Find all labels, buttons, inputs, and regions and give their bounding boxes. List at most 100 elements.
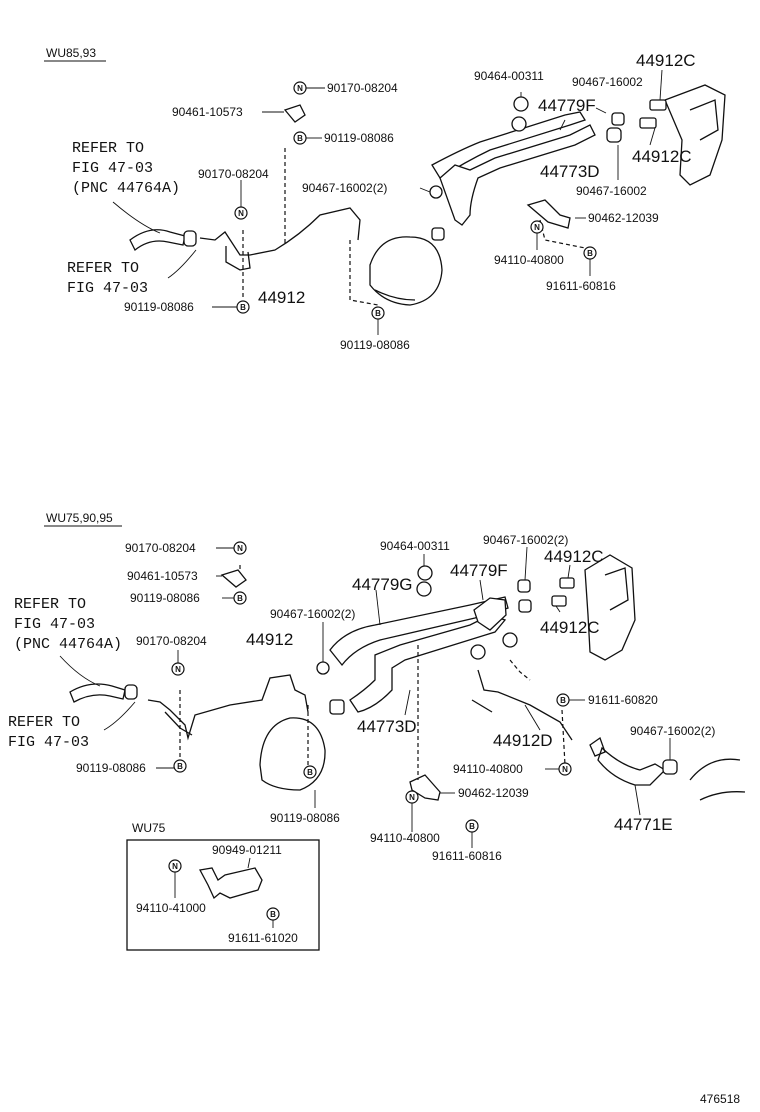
part-number: 44779F bbox=[450, 561, 508, 580]
part-number: 90467-16002(2) bbox=[302, 181, 387, 195]
svg-text:N: N bbox=[172, 862, 178, 871]
part-number: 44771E bbox=[614, 815, 673, 834]
part-number: 90462-12039 bbox=[458, 786, 529, 800]
nut-symbol: N bbox=[405, 790, 419, 804]
leader bbox=[595, 107, 607, 114]
pipe-44912d-bottom bbox=[471, 669, 573, 741]
svg-text:B: B bbox=[177, 762, 183, 771]
svg-text:B: B bbox=[375, 309, 381, 318]
clamp-90464-top bbox=[511, 96, 529, 132]
leader bbox=[555, 605, 561, 613]
refer-note-top-2-line2: FIG 47-03 bbox=[67, 280, 148, 297]
nut-symbol: N bbox=[233, 541, 247, 555]
part-number: 44912C bbox=[632, 147, 692, 166]
part-number: 90467-16002 bbox=[576, 184, 647, 198]
leader bbox=[404, 689, 411, 716]
bolt-symbol: B bbox=[293, 131, 307, 145]
svg-text:B: B bbox=[270, 910, 276, 919]
part-number: 44773D bbox=[540, 162, 600, 181]
part-number: 91611-61020 bbox=[228, 931, 298, 945]
part-number: 90467-16002(2) bbox=[483, 533, 568, 547]
part-number: 91611-60816 bbox=[546, 279, 616, 293]
refer-note-top-2-line1: REFER TO bbox=[67, 260, 139, 277]
refer-note-top-1-line1: REFER TO bbox=[72, 140, 144, 157]
svg-text:N: N bbox=[534, 223, 540, 232]
leader bbox=[634, 784, 641, 816]
svg-text:B: B bbox=[307, 768, 313, 777]
part-number: 44912C bbox=[540, 618, 600, 637]
refer-note-bottom-2-line1: REFER TO bbox=[8, 714, 80, 731]
part-number: 90119-08086 bbox=[324, 131, 394, 145]
canister-dome-bottom bbox=[259, 717, 326, 791]
clamp-top-left bbox=[167, 230, 197, 279]
part-number: 90119-08086 bbox=[270, 811, 340, 825]
part-number: 90467-16002(2) bbox=[270, 607, 355, 621]
part-number: 44779G bbox=[352, 575, 413, 594]
clip-90461-top bbox=[283, 104, 306, 123]
leader bbox=[559, 119, 566, 131]
part-number: 90119-08086 bbox=[130, 591, 200, 605]
part-number: 90170-08204 bbox=[136, 634, 207, 648]
bracket-90949-01211 bbox=[199, 857, 263, 900]
part-number: 44773D bbox=[357, 717, 417, 736]
part-number: 44912D bbox=[493, 731, 553, 750]
hose-44771e-bottom bbox=[589, 736, 746, 801]
svg-text:N: N bbox=[409, 793, 415, 802]
refer-note-bottom-1-line1: REFER TO bbox=[14, 596, 86, 613]
hose-44779f-top bbox=[431, 111, 596, 226]
leader bbox=[649, 127, 656, 146]
hose-44779g-bottom bbox=[329, 596, 509, 667]
section-title-top: WU85,93 bbox=[46, 46, 96, 60]
svg-text:B: B bbox=[297, 134, 303, 143]
bracket-90462-12039-bottom bbox=[409, 774, 441, 801]
hose-44773d-bottom bbox=[349, 614, 507, 713]
pipe-44912-bottom bbox=[147, 674, 309, 741]
clip-90461-bottom bbox=[220, 569, 247, 588]
bolt-symbol: B bbox=[266, 907, 280, 921]
refer-note-bottom-1-line3: (PNC 44764A) bbox=[14, 636, 122, 653]
bolt-symbol: B bbox=[236, 300, 250, 314]
inset-title: WU75 bbox=[132, 821, 166, 835]
nut-symbol: N bbox=[293, 81, 307, 95]
svg-text:B: B bbox=[237, 594, 243, 603]
bolt-symbol: B bbox=[556, 693, 570, 707]
part-number: 44779F bbox=[538, 96, 596, 115]
svg-text:B: B bbox=[240, 303, 246, 312]
part-number: 44912 bbox=[246, 630, 293, 649]
clamps-bottom-center bbox=[316, 632, 518, 715]
dash-line-top-4 bbox=[539, 219, 586, 249]
refer-note-top-1-line2: FIG 47-03 bbox=[72, 160, 153, 177]
nut-symbol: N bbox=[234, 206, 248, 220]
refer-note-bottom-1-line2: FIG 47-03 bbox=[14, 616, 95, 633]
pipe-44912-top bbox=[199, 207, 361, 271]
section-title-bottom: WU75,90,95 bbox=[46, 511, 113, 525]
svg-text:B: B bbox=[560, 696, 566, 705]
nut-symbol: N bbox=[168, 859, 182, 873]
dash-line-bottom-5 bbox=[509, 659, 531, 681]
svg-text:B: B bbox=[587, 249, 593, 258]
leader bbox=[479, 579, 484, 601]
svg-text:N: N bbox=[175, 665, 181, 674]
dash-line-top-3 bbox=[349, 240, 379, 306]
part-number: 90170-08204 bbox=[327, 81, 398, 95]
part-number: 90170-08204 bbox=[198, 167, 269, 181]
leader bbox=[659, 69, 663, 101]
leader bbox=[524, 704, 541, 731]
bolt-symbol: B bbox=[465, 819, 479, 833]
refer-note-top-1-line3: (PNC 44764A) bbox=[72, 180, 180, 197]
part-number: 94110-40800 bbox=[494, 253, 564, 267]
hose-piece-top-left bbox=[112, 201, 186, 252]
nut-symbol: N bbox=[530, 220, 544, 234]
vsv-44912c-bottom bbox=[551, 554, 636, 661]
part-number: 90949-01211 bbox=[212, 843, 282, 857]
bolt-symbol: B bbox=[303, 765, 317, 779]
svg-text:B: B bbox=[469, 822, 475, 831]
clamp-top-center bbox=[429, 185, 445, 241]
leader bbox=[419, 187, 431, 193]
part-number: 91611-60816 bbox=[432, 849, 502, 863]
part-number: 44912C bbox=[544, 547, 604, 566]
nut-symbol: N bbox=[171, 662, 185, 676]
part-number: 90119-08086 bbox=[76, 761, 146, 775]
dash-line-bottom-6 bbox=[561, 709, 566, 766]
